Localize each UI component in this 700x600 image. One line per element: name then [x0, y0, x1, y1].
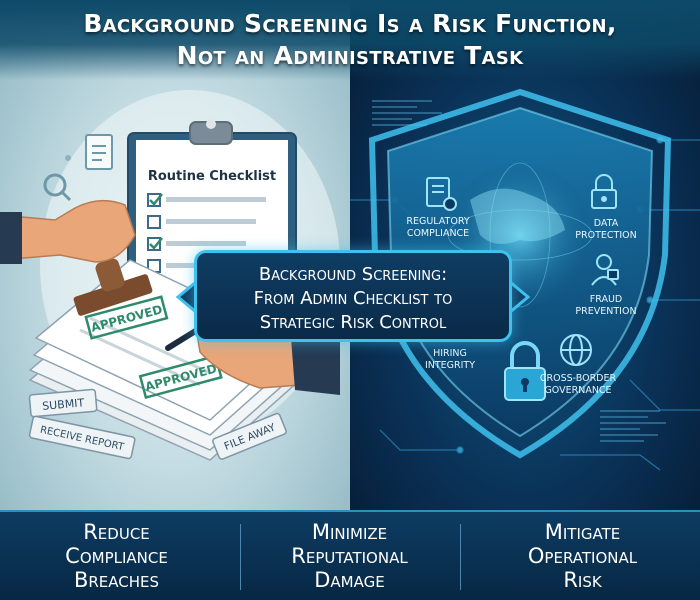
label-hiring-1: HIRING [433, 348, 467, 359]
benefit-minimize-damage: Minimize Reputational Damage [233, 520, 466, 592]
stamp-icon [73, 258, 153, 316]
tag-file-away [212, 412, 287, 460]
benefits-bar: Reduce Compliance Breaches Minimize Repu… [0, 510, 700, 600]
label-crossborder-2: GOVERNANCE [544, 385, 611, 396]
benefit-line: Minimize [311, 520, 388, 544]
tag-submit-text: SUBMIT [42, 396, 85, 413]
label-data-1: DATA [594, 218, 619, 229]
benefit-divider [460, 524, 461, 590]
label-crossborder-1: CROSS-BORDER [540, 373, 617, 384]
callout-line-3: Strategic Risk Control [259, 312, 447, 333]
label-regulatory-1: REGULATORY [406, 216, 469, 227]
callout-line-2: From Admin Checklist to [253, 288, 453, 309]
benefit-line: Reduce [83, 520, 150, 544]
checklist-title: Routine Checklist [148, 169, 276, 184]
illustration: REGULATORY COMPLIANCE DATA PROTECTION FR… [0, 88, 700, 471]
lock-icon [504, 341, 546, 401]
benefit-line: Reputational [291, 544, 408, 568]
title-band [0, 0, 700, 80]
title-line-1: Background Screening Is a Risk Function, [83, 9, 617, 38]
benefit-reduce-breaches: Reduce Compliance Breaches [0, 520, 233, 592]
fraud-person-icon [591, 254, 619, 286]
label-data-2: PROTECTION [575, 230, 636, 241]
benefit-line: Operational [527, 544, 638, 568]
label-regulatory-2: COMPLIANCE [407, 228, 469, 239]
benefit-line: Risk [563, 568, 602, 592]
tag-receive-report [28, 415, 136, 460]
left-hand [0, 199, 136, 264]
page-title: Background Screening Is a Risk Function,… [0, 8, 700, 72]
document-icon [85, 134, 113, 170]
label-fraud-1: FRAUD [590, 294, 622, 305]
crossborder-globe-icon [560, 334, 592, 366]
label-hiring-2: INTEGRITY [425, 360, 475, 371]
approved-stamp-1 [84, 295, 169, 340]
title-line-2: Not an Administrative Task [176, 41, 524, 70]
center-callout: Background Screening: From Admin Checkli… [194, 250, 512, 342]
data-lock-icon [591, 174, 617, 209]
benefit-divider [240, 524, 241, 590]
benefit-line: Breaches [73, 568, 160, 592]
benefit-mitigate-risk: Mitigate Operational Risk [466, 520, 699, 592]
tag-submit [28, 388, 98, 418]
benefit-line: Compliance [65, 544, 168, 568]
magnifier-icon [43, 173, 72, 202]
callout-line-1: Background Screening: [258, 264, 448, 285]
benefit-line: Mitigate [544, 520, 621, 544]
code-decoration [372, 100, 666, 442]
label-fraud-2: PREVENTION [575, 306, 636, 317]
regulatory-doc-icon [426, 177, 457, 211]
benefit-line: Damage [314, 568, 385, 592]
